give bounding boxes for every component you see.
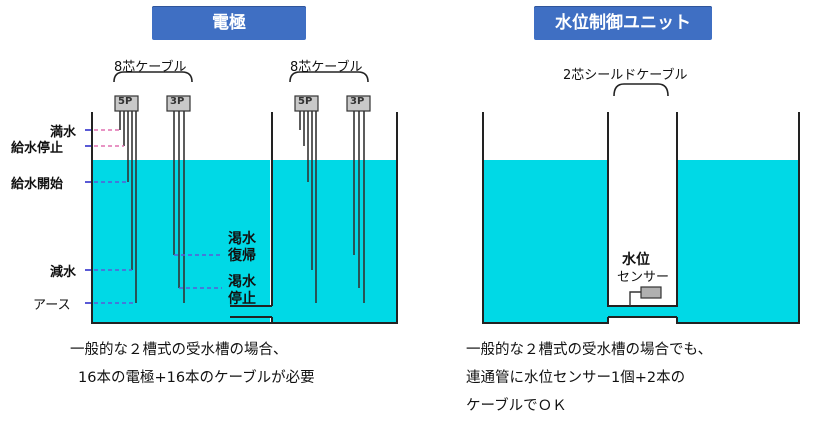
- connector-5p-1: [114, 95, 139, 112]
- connector-label-3p-2: 3P: [350, 96, 365, 107]
- earth-label: アース: [33, 298, 71, 313]
- left-caption-line-1: 一般的な２槽式の受水槽の場合、: [70, 342, 288, 358]
- sensor-label-1: 水位: [622, 252, 650, 268]
- right-pipe-water: [608, 306, 677, 317]
- dry-return-label-2: 復帰: [228, 248, 256, 264]
- right-caption-line-3: ケーブルでＯＫ: [466, 398, 567, 414]
- connector-label-3p-1: 3P: [170, 96, 185, 107]
- left-cable-label-1: 8芯ケーブル: [114, 60, 187, 75]
- level-stop-label: 給水停止: [11, 141, 64, 156]
- connector-label-5p-2: 5P: [298, 96, 313, 107]
- dry-stop-label-1: 渇水: [228, 274, 256, 290]
- left-caption-line-2: 16本の電極+16本のケーブルが必要: [78, 370, 315, 386]
- level-full-label: 満水: [50, 125, 77, 140]
- right-cable-brace: [613, 83, 669, 97]
- connector-5p-2: [294, 95, 319, 112]
- right-cable-label: 2芯シールドケーブル: [563, 68, 688, 83]
- right-caption-line-1: 一般的な２槽式の受水槽の場合でも、: [466, 342, 713, 358]
- right-tank1-water: [483, 160, 608, 323]
- left-tank1-water: [92, 160, 270, 323]
- electrode-title: 電極: [152, 6, 306, 40]
- left-tank2-water: [272, 160, 397, 323]
- connector-label-5p-1: 5P: [118, 96, 133, 107]
- right-caption-line-2: 連通管に水位センサー1個+2本の: [466, 370, 686, 386]
- right-tank2-water: [677, 160, 799, 323]
- controller-title: 水位制御ユニット: [534, 6, 712, 40]
- dry-return-label-1: 渇水: [228, 231, 256, 247]
- left-cable-brace-1: [113, 71, 193, 83]
- level-start-label: 給水開始: [11, 177, 64, 192]
- sensor-label-2: センサー: [617, 270, 670, 285]
- level-low-label: 減水: [50, 265, 77, 280]
- dry-stop-label-2: 停止: [228, 291, 256, 307]
- left-cable-brace-2: [289, 71, 369, 83]
- left-pipe-water: [230, 306, 272, 317]
- level-sensor: [640, 286, 662, 299]
- left-cable-label-2: 8芯ケーブル: [290, 60, 363, 75]
